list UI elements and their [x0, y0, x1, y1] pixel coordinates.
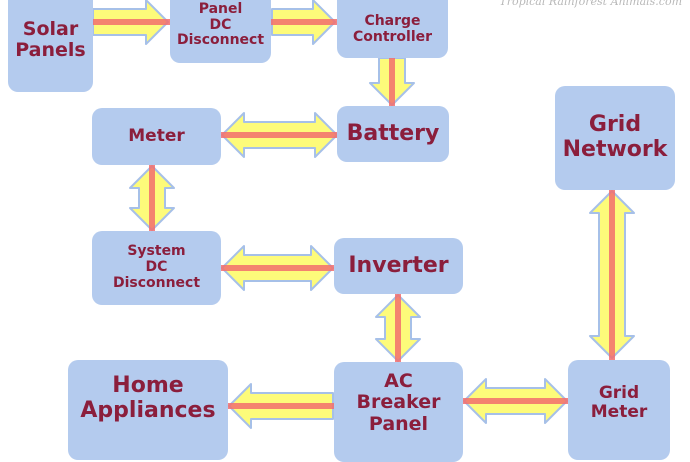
arrow-ac-breaker-panel-to-home-appliances	[217, 383, 345, 429]
home-appliances-box: Home Appliances	[68, 360, 228, 460]
arrow-panel-dc-disconnect-to-charge-controller	[260, 0, 347, 45]
site-credit: Tropical Rainforest Animals.com	[499, 0, 682, 8]
grid-network-box: Grid Network	[555, 86, 675, 190]
arrow-meter-to-system-dc-disconnect	[129, 154, 175, 242]
arrow-ac-breaker-panel-to-grid-meter	[452, 378, 579, 424]
connection-arrows-layer	[81, 0, 635, 429]
panel-dc-disconnect-box: Panel DC Disconnect	[170, 0, 271, 63]
arrow-grid-meter-to-grid-network	[589, 179, 635, 370]
battery-box: Battery	[337, 106, 449, 162]
meter-box: Meter	[92, 108, 221, 165]
ac-breaker-panel-box: AC Breaker Panel	[334, 362, 463, 462]
solar-panels-box: Solar Panels	[8, 0, 93, 92]
charge-controller-box: Charge Controller	[337, 0, 448, 58]
arrow-inverter-to-ac-breaker-panel	[375, 283, 421, 373]
grid-meter-box: Grid Meter	[568, 360, 670, 460]
inverter-box: Inverter	[334, 238, 463, 294]
system-dc-disconnect-box: System DC Disconnect	[92, 231, 221, 305]
arrow-system-dc-disconnect-to-inverter	[210, 245, 345, 291]
arrow-battery-to-meter	[210, 112, 349, 158]
arrow-solar-panels-to-panel-dc-disconnect	[81, 0, 180, 45]
